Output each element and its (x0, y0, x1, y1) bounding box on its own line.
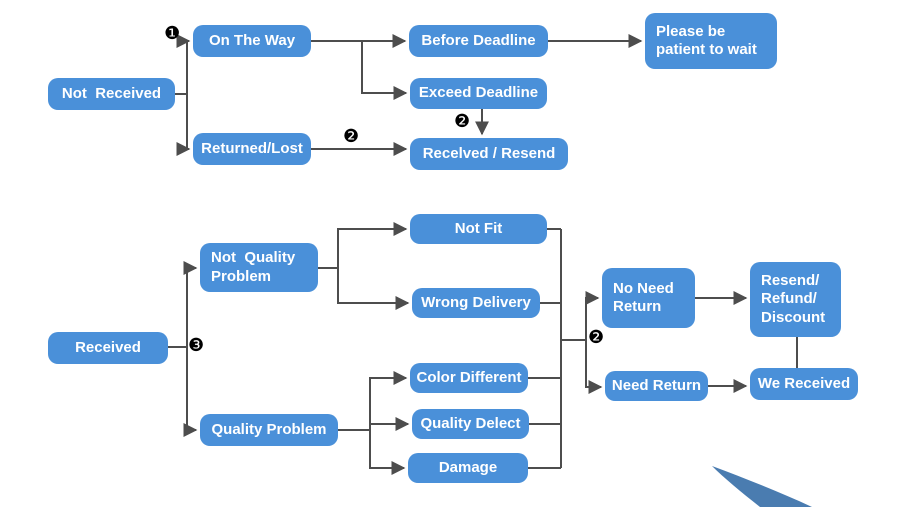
connector (361, 41, 408, 100)
connector (176, 94, 191, 156)
node-returned-lost: Returned/Lost (193, 133, 311, 165)
step-marker-2-icon: ❷ (454, 111, 471, 132)
node-resend-refund-discount: Resend/ Refund/ Discount (750, 262, 841, 337)
node-damage: Damage (408, 453, 528, 483)
node-quality-delect: Quality Delect (412, 409, 529, 439)
node-wrong-delivery: Wrong Delivery (412, 288, 540, 318)
connector (183, 261, 198, 347)
node-we-received: We Received (750, 368, 858, 400)
step-marker-3-icon: ❸ (188, 335, 205, 356)
step-marker-2-icon: ❷ (343, 126, 360, 147)
node-before-deadline: Before Deadline (409, 25, 548, 57)
node-not-fit: Not Fit (410, 214, 547, 244)
connector (369, 430, 406, 475)
connector (585, 291, 600, 340)
connector (318, 222, 408, 269)
connector (337, 268, 410, 310)
connector (585, 340, 603, 394)
node-color-different: Color Different (410, 363, 528, 393)
node-on-the-way: On The Way (193, 25, 311, 57)
node-exceed-deadline: Exceed Deadline (410, 78, 547, 109)
connector (369, 371, 408, 430)
node-received-resend: Recelved / Resend (410, 138, 568, 170)
node-not-quality-problem: Not Quality Problem (200, 243, 318, 292)
node-not-received: Not Received (48, 78, 175, 110)
swoosh-decoration (712, 466, 812, 507)
step-marker-1-icon: ❶ (164, 23, 181, 44)
node-need-return: Need Return (605, 371, 708, 401)
connector (183, 347, 198, 437)
node-quality-problem: Quality Problem (200, 414, 338, 446)
node-received: Received (48, 332, 168, 364)
step-marker-2-icon: ❷ (588, 327, 605, 348)
node-no-need-return: No Need Return (602, 268, 695, 328)
connector (176, 34, 191, 94)
node-please-be-patient: Please be patient to wait (645, 13, 777, 69)
